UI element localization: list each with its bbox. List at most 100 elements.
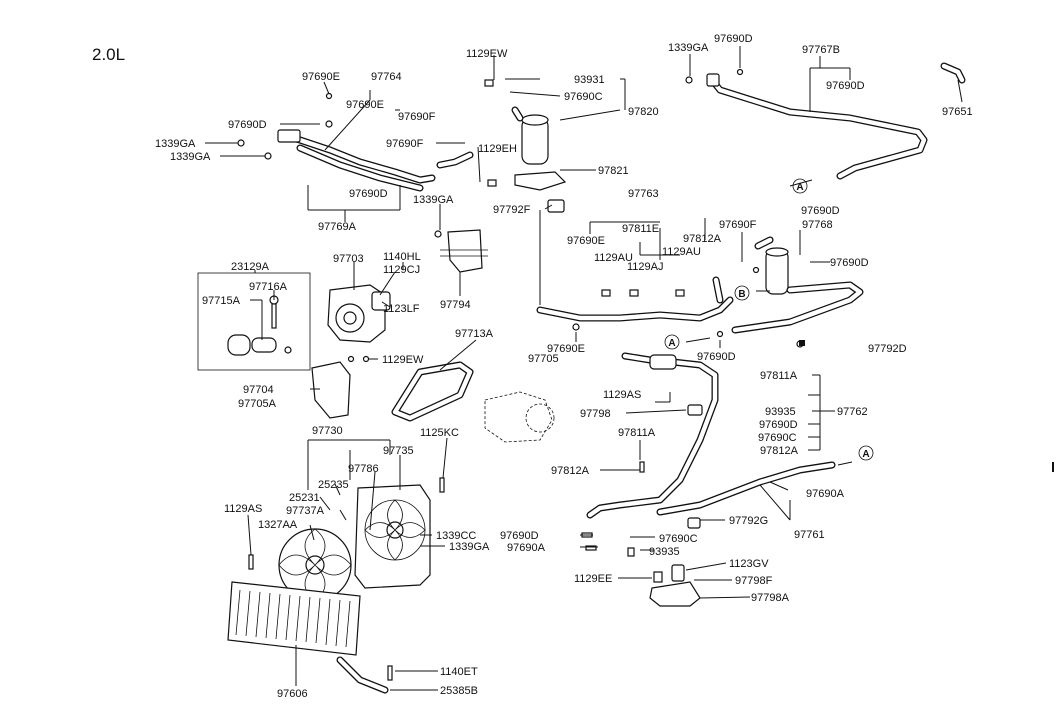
label-97798: 97798 <box>580 408 611 420</box>
belt-97713A <box>391 361 474 422</box>
label-97690D-m2: 97690D <box>697 351 736 363</box>
callout-b: B <box>734 285 750 301</box>
label-97690C-top: 97690C <box>564 91 603 103</box>
label-97690D-tr2: 97690D <box>826 80 865 92</box>
label-97794: 97794 <box>440 299 471 311</box>
label-1129AU-b: 1129AU <box>662 246 701 258</box>
hose-97763 <box>536 276 864 334</box>
svg-text:A: A <box>796 182 803 193</box>
label-97703: 97703 <box>333 253 364 265</box>
label-97690D-r: 97690D <box>830 257 869 269</box>
hose-97762 <box>586 352 836 519</box>
label-93931: 93931 <box>574 74 605 86</box>
label-1339GA-l2: 1339GA <box>170 151 211 163</box>
label-1339GA-b: 1339GA <box>449 541 490 553</box>
label-97798F: 97798F <box>735 575 773 587</box>
label-97792G: 97792G <box>729 515 768 527</box>
leader-lines <box>205 46 963 691</box>
label-97690E-d: 97690E <box>547 343 585 355</box>
label-97761: 97761 <box>794 529 825 541</box>
label-97690D-r2: 97690D <box>759 419 798 431</box>
label-1129AU-a: 1129AU <box>594 252 633 264</box>
label-97768: 97768 <box>802 219 833 231</box>
label-1129AS-a: 1129AS <box>603 389 641 401</box>
accents <box>799 340 1054 472</box>
label-97690F-c: 97690F <box>719 219 757 231</box>
label-97715A: 97715A <box>202 295 241 307</box>
label-97690E-a: 97690E <box>302 71 340 83</box>
label-97811A-a: 97811A <box>760 370 798 382</box>
callout-circles: A B A A <box>664 178 874 461</box>
label-1129EE: 1129EE <box>574 573 612 585</box>
label-97690D-b: 97690D <box>500 530 539 542</box>
engine-label: 2.0L <box>92 45 125 64</box>
label-25235: 25235 <box>318 479 349 491</box>
label-1129CJ: 1129CJ <box>383 264 420 276</box>
label-1123LF: 1123LF <box>383 303 420 315</box>
label-97690F-b: 97690F <box>386 138 424 150</box>
label-97690F-a: 97690F <box>398 111 436 123</box>
receiver-drier-97768 <box>754 236 789 295</box>
label-1129EW-b: 1129EW <box>382 354 424 366</box>
callout-a-mid: A <box>664 334 680 350</box>
label-97811E: 97811E <box>622 223 659 235</box>
bracket-97704 <box>311 361 351 419</box>
label-97705: 97705 <box>528 353 559 365</box>
bracket-97794 <box>440 229 488 273</box>
label-97820: 97820 <box>628 106 659 118</box>
label-1339GA-tr: 1339GA <box>668 42 709 54</box>
label-97812A-c: 97812A <box>551 465 590 477</box>
label-97730: 97730 <box>312 425 343 437</box>
label-1327AA: 1327AA <box>258 519 298 531</box>
label-97690D-m: 97690D <box>801 205 840 217</box>
part-labels: 1129EW 93931 97690C 97820 1339GA 97690D … <box>155 33 973 700</box>
label-1129AJ: 1129AJ <box>627 261 664 273</box>
condenser-97606 <box>227 581 389 694</box>
label-97705A: 97705A <box>238 398 277 410</box>
label-25231: 25231 <box>289 492 320 504</box>
label-97811A-b: 97811A <box>618 427 656 439</box>
label-97690D-l: 97690D <box>228 119 267 131</box>
label-97764: 97764 <box>371 71 402 83</box>
inset-box-23129A <box>197 272 311 371</box>
label-97690A-b: 97690A <box>507 542 546 554</box>
label-97762: 97762 <box>837 406 868 418</box>
svg-text:A: A <box>668 338 675 349</box>
label-97786: 97786 <box>348 463 379 475</box>
label-23129A: 23129A <box>231 261 270 273</box>
hose-97767B <box>706 62 966 180</box>
svg-text:B: B <box>738 289 745 300</box>
label-97690D-tr: 97690D <box>714 33 753 45</box>
label-97713A: 97713A <box>455 328 494 340</box>
label-93935-b: 93935 <box>649 546 680 558</box>
compressor-ghost <box>484 391 555 443</box>
label-97821: 97821 <box>598 165 629 177</box>
label-1339GA-l1: 1339GA <box>155 138 196 150</box>
label-97690C-r: 97690C <box>758 432 797 444</box>
label-97690A-r: 97690A <box>806 488 845 500</box>
label-97763: 97763 <box>628 188 659 200</box>
label-1125KC: 1125KC <box>420 427 459 439</box>
label-97769A: 97769A <box>318 221 357 233</box>
label-97690D-l2: 97690D <box>349 188 388 200</box>
label-1140HL: 1140HL <box>383 251 421 263</box>
label-97690E-b: 97690E <box>346 99 384 111</box>
label-97690E-c: 97690E <box>567 235 605 247</box>
label-1123GV: 1123GV <box>729 558 769 570</box>
label-97735: 97735 <box>383 445 414 457</box>
label-97798A: 97798A <box>751 592 790 604</box>
callout-a-right: A <box>858 445 874 461</box>
svg-text:A: A <box>862 449 869 460</box>
label-97716A: 97716A <box>249 281 288 293</box>
accumulator-97820 <box>511 106 567 213</box>
compressor-97703 <box>327 284 391 343</box>
bracket-97798A <box>649 564 701 607</box>
label-1129EH: 1129EH <box>478 143 517 155</box>
fan-shroud-97735 <box>354 484 431 589</box>
label-1129EW-top: 1129EW <box>466 48 508 60</box>
label-1140ET: 1140ET <box>440 666 478 678</box>
label-97690C-b: 97690C <box>659 533 698 545</box>
label-97704: 97704 <box>243 384 274 396</box>
